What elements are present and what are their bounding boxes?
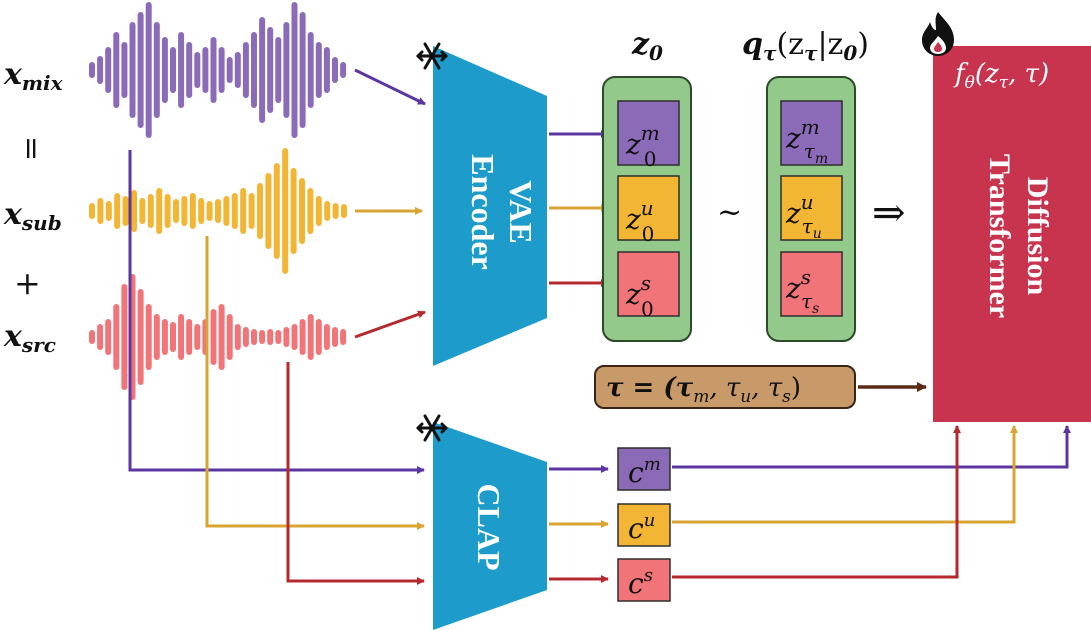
plus-sign: + (14, 264, 41, 302)
snowflake-icon (416, 42, 448, 70)
cs-to-dit-line (672, 425, 961, 579)
z0-s-cell (617, 251, 680, 317)
q-m-cell (780, 100, 843, 166)
q-u-cell (780, 175, 843, 241)
tau-text: τ = (τm, τu, τs) (606, 373, 801, 407)
z0-u-cell (617, 175, 680, 241)
sub-waveform (89, 148, 347, 274)
tilde-symbol: ~ (717, 195, 742, 230)
z0-title: z0 (631, 27, 663, 65)
tau-box: τ = (τm, τu, τs) (594, 365, 856, 409)
input-labels: xmix = xsub + xsrc (3, 57, 64, 357)
mix-to-clap-line (128, 150, 425, 474)
cond-m-box (617, 447, 671, 491)
src-waveform (89, 274, 347, 400)
vae-encoder: VAE Encoder (433, 46, 547, 366)
src-label: xsrc (3, 319, 56, 357)
condition-boxes: cm cu cs (617, 447, 671, 602)
q-title: qτ(zτ|z0) (742, 27, 869, 65)
src-to-vae-arrow (354, 310, 426, 339)
diffusion-transformer: fθ(zτ, τ) Diffusion Transformer (933, 46, 1091, 422)
clap-encoder: CLAP (433, 422, 547, 630)
sub-label: xsub (3, 197, 62, 235)
q-s-cell (780, 251, 843, 317)
snowflake-icon (416, 414, 448, 442)
cond-s-box (617, 558, 671, 602)
mix-waveform (89, 2, 347, 138)
equals-sign: = (14, 136, 49, 161)
implies-symbol: ⇒ (872, 190, 906, 236)
src-to-clap-line (286, 362, 425, 585)
fire-icon (922, 12, 954, 56)
cond-u-label: cu (628, 510, 655, 545)
dit-label-line2: Transformer (983, 154, 1016, 318)
mix-to-vae-arrow (354, 68, 426, 106)
dit-label-line1: Diffusion (1021, 177, 1054, 296)
cond-u-box (617, 503, 671, 547)
sub-to-clap-line (205, 236, 425, 530)
z0-m-cell (617, 100, 680, 166)
cm-to-dit-line (672, 425, 1071, 469)
cu-to-dit-line (672, 425, 1018, 524)
clap-label: CLAP (471, 483, 507, 570)
vae-label-line2: Encoder (465, 154, 501, 270)
cond-m-label: cm (628, 454, 661, 489)
dit-function-label: fθ(zτ, τ) (953, 59, 1049, 93)
vae-label-line1: VAE (503, 180, 539, 243)
mix-label: xmix (3, 57, 64, 95)
cond-s-label: cs (628, 565, 653, 600)
